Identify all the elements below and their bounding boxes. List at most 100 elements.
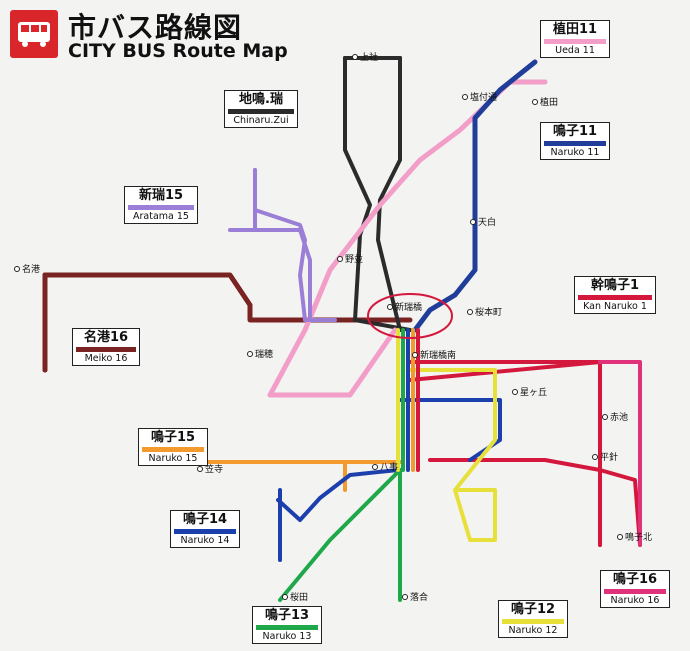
stop-label-hirabari: 平針 [600, 451, 618, 463]
route-name: 地鳴.瑞 [239, 92, 283, 107]
route-en: Naruko 11 [550, 147, 600, 158]
route-line-naruko12 [408, 368, 497, 542]
route-name: 鳴子11 [552, 124, 598, 139]
route-box-naruko14[interactable]: 鳴子14 Naruko 14 [170, 510, 240, 548]
route-box-naruko15[interactable]: 鳴子15 Naruko 15 [138, 428, 208, 466]
route-line-naruko16 [598, 360, 642, 547]
stop-label-hoshigaoka: 星ヶ丘 [520, 387, 547, 398]
stop-dot [470, 219, 476, 225]
stop-label-yagoto: 八事 [380, 461, 398, 473]
route-en: Aratama 15 [133, 211, 189, 222]
route-line-aratama15-b [228, 228, 337, 322]
bus-icon [10, 10, 58, 58]
route-color-bar [228, 109, 294, 114]
stop-dot [602, 414, 608, 420]
route-en: Naruko 16 [610, 595, 660, 606]
route-color-bar [604, 589, 666, 594]
route-name: 幹鳴子1 [590, 278, 640, 293]
route-en: Naruko 14 [180, 535, 230, 546]
route-line-kan-b [428, 458, 642, 547]
route-box-naruko11[interactable]: 鳴子11 Naruko 11 [540, 122, 610, 160]
stop-label-sakurahonmachi: 桜本町 [475, 306, 502, 318]
stop-dot [387, 304, 393, 310]
hub-highlight [367, 293, 453, 339]
stop-dot [532, 99, 538, 105]
stop-label-naruko-kita: 鳴子北 [625, 531, 652, 543]
stop-dot [592, 454, 598, 460]
stop-label-shiozuki: 塩付通 [470, 91, 497, 103]
route-name: 鳴子14 [182, 512, 228, 527]
stop-dot [247, 351, 253, 357]
stop-label-kamiyashiro: 上社 [360, 51, 378, 63]
route-line-naruko14-a [276, 468, 400, 522]
route-box-chinaru[interactable]: 地鳴.瑞 Chinaru.Zui [224, 90, 298, 128]
route-box-naruko13[interactable]: 鳴子13 Naruko 13 [252, 606, 322, 644]
route-line-chinaru-2 [343, 56, 412, 332]
stop-label-akaike: 赤池 [610, 411, 628, 423]
stop-dot [402, 594, 408, 600]
route-name: 植田11 [552, 22, 598, 37]
stop-dot [512, 389, 518, 395]
stop-label-tenpaku: 天白 [478, 216, 496, 228]
route-name: 鳴子12 [510, 602, 556, 617]
stop-dot [412, 352, 418, 358]
route-name: 鳴子16 [612, 572, 658, 587]
stop-label-sakurada: 桜田 [290, 591, 308, 603]
route-color-bar [174, 529, 236, 534]
route-en: Kan Naruko 1 [583, 301, 647, 312]
stop-dot [462, 94, 468, 100]
trunk-bundle [396, 328, 420, 472]
stop-dot [282, 594, 288, 600]
route-line-kan-a [408, 360, 602, 547]
stop-label-meiko-west: 名港 [22, 263, 40, 275]
route-box-meiko16[interactable]: 名港16 Meiko 16 [72, 328, 140, 366]
stop-label-mizuho: 瑞穂 [255, 348, 273, 360]
stop-dot [14, 266, 20, 272]
route-en: Naruko 15 [148, 453, 198, 464]
route-line-naruko11 [412, 59, 538, 333]
stop-dot [337, 256, 343, 262]
route-color-bar [578, 295, 652, 300]
route-color-bar [544, 141, 606, 146]
route-name: 新瑞15 [138, 188, 184, 203]
stop-dots [14, 54, 623, 600]
route-en: Ueda 11 [555, 45, 595, 56]
stop-dot [197, 466, 203, 472]
route-box-naruko16[interactable]: 鳴子16 Naruko 16 [600, 570, 670, 608]
stop-label-aratabashi: 新瑞橋南 [420, 349, 456, 361]
stop-label-nonami: 野並 [345, 253, 363, 265]
route-name: 名港16 [83, 330, 129, 345]
stop-label-ochiai: 落合 [410, 591, 428, 603]
stop-dot [617, 534, 623, 540]
stop-labels: 新瑞橋 名港 八事 鳴子北 塩付通 平針 植田 天白 赤池 上社 野並 桜本町 … [22, 51, 652, 603]
route-en: Meiko 16 [84, 353, 128, 364]
route-color-bar [502, 619, 564, 624]
stop-dot [372, 464, 378, 470]
route-color-bar [256, 625, 318, 630]
page-title-ja: 市バス路線図 [68, 11, 243, 44]
route-en: Naruko 12 [508, 625, 558, 636]
route-lines [42, 56, 642, 602]
route-color-bar [544, 39, 606, 44]
route-box-aratama15[interactable]: 新瑞15 Aratama 15 [124, 186, 198, 224]
stop-dot [352, 54, 358, 60]
stop-label-hub: 新瑞橋 [395, 301, 422, 313]
page-title-en: CITY BUS Route Map [68, 40, 288, 62]
route-name: 鳴子15 [150, 430, 196, 445]
route-name: 鳴子13 [264, 608, 310, 623]
route-box-ueda11[interactable]: 植田11 Ueda 11 [540, 20, 610, 58]
route-line-chinaru-3 [376, 56, 402, 332]
route-line-naruko13 [278, 468, 402, 602]
route-line-kannaruko1 [408, 360, 602, 547]
route-en: Chinaru.Zui [233, 115, 289, 126]
stop-label-kasadera: 笠寺 [205, 463, 223, 475]
stop-dot [467, 309, 473, 315]
route-en: Naruko 13 [262, 631, 312, 642]
route-color-bar [76, 347, 136, 352]
stop-label-ueda: 植田 [540, 96, 558, 108]
route-box-naruko12[interactable]: 鳴子12 Naruko 12 [498, 600, 568, 638]
route-box-kannaruko1[interactable]: 幹鳴子1 Kan Naruko 1 [574, 276, 656, 314]
route-color-bar [128, 205, 194, 210]
route-color-bar [142, 447, 204, 452]
